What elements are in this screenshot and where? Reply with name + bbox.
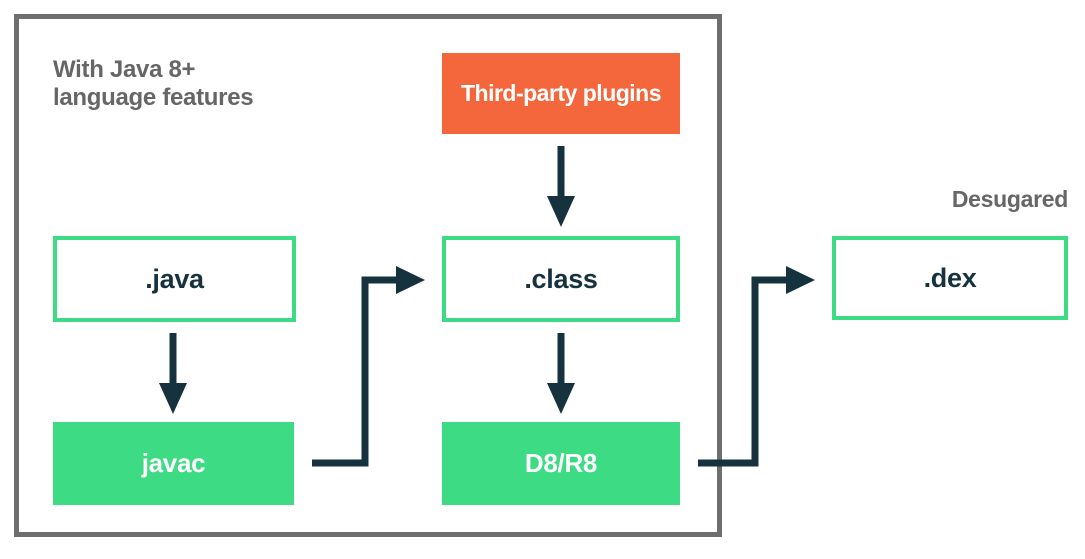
node-d8r8-tool: D8/R8 (442, 422, 680, 505)
node-class-file: .class (442, 236, 680, 322)
node-java-file: .java (53, 236, 296, 322)
node-dex-file: .dex (832, 236, 1068, 320)
node-javac-tool: javac (53, 422, 294, 505)
java8-note: With Java 8+ language features (53, 56, 254, 112)
pipeline-boundary-frame (14, 14, 722, 537)
desugared-label: Desugared (951, 186, 1068, 212)
java8-note-line2: language features (53, 83, 254, 111)
java8-note-line1: With Java 8+ (53, 56, 196, 83)
node-third-party-plugins: Third-party plugins (442, 53, 680, 134)
